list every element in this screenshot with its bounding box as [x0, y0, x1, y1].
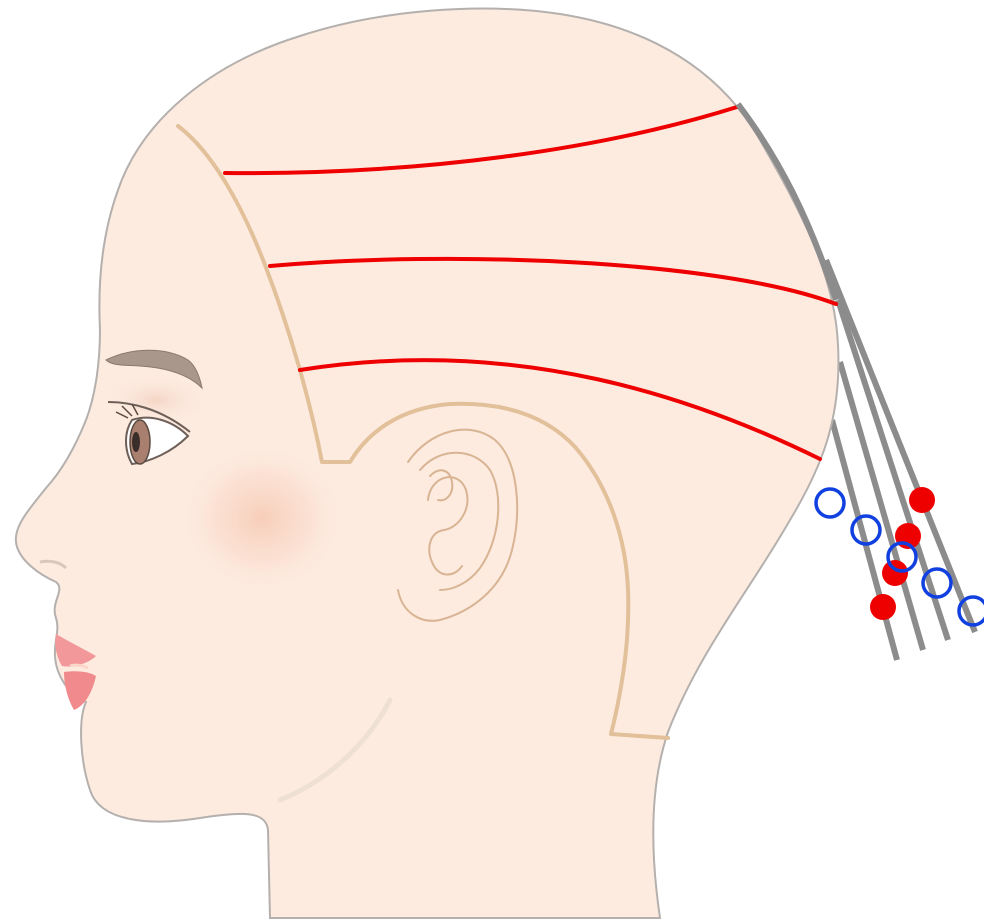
pupil [132, 432, 140, 452]
release-markers [816, 489, 984, 625]
filled-dot-marker [882, 560, 908, 586]
open-circle-marker [816, 489, 844, 517]
hair-strand-3 [838, 300, 948, 640]
hair-strands [826, 260, 975, 660]
filled-dot-marker [870, 594, 896, 620]
cheek-blush [180, 444, 344, 592]
filled-dot-marker [909, 487, 935, 513]
